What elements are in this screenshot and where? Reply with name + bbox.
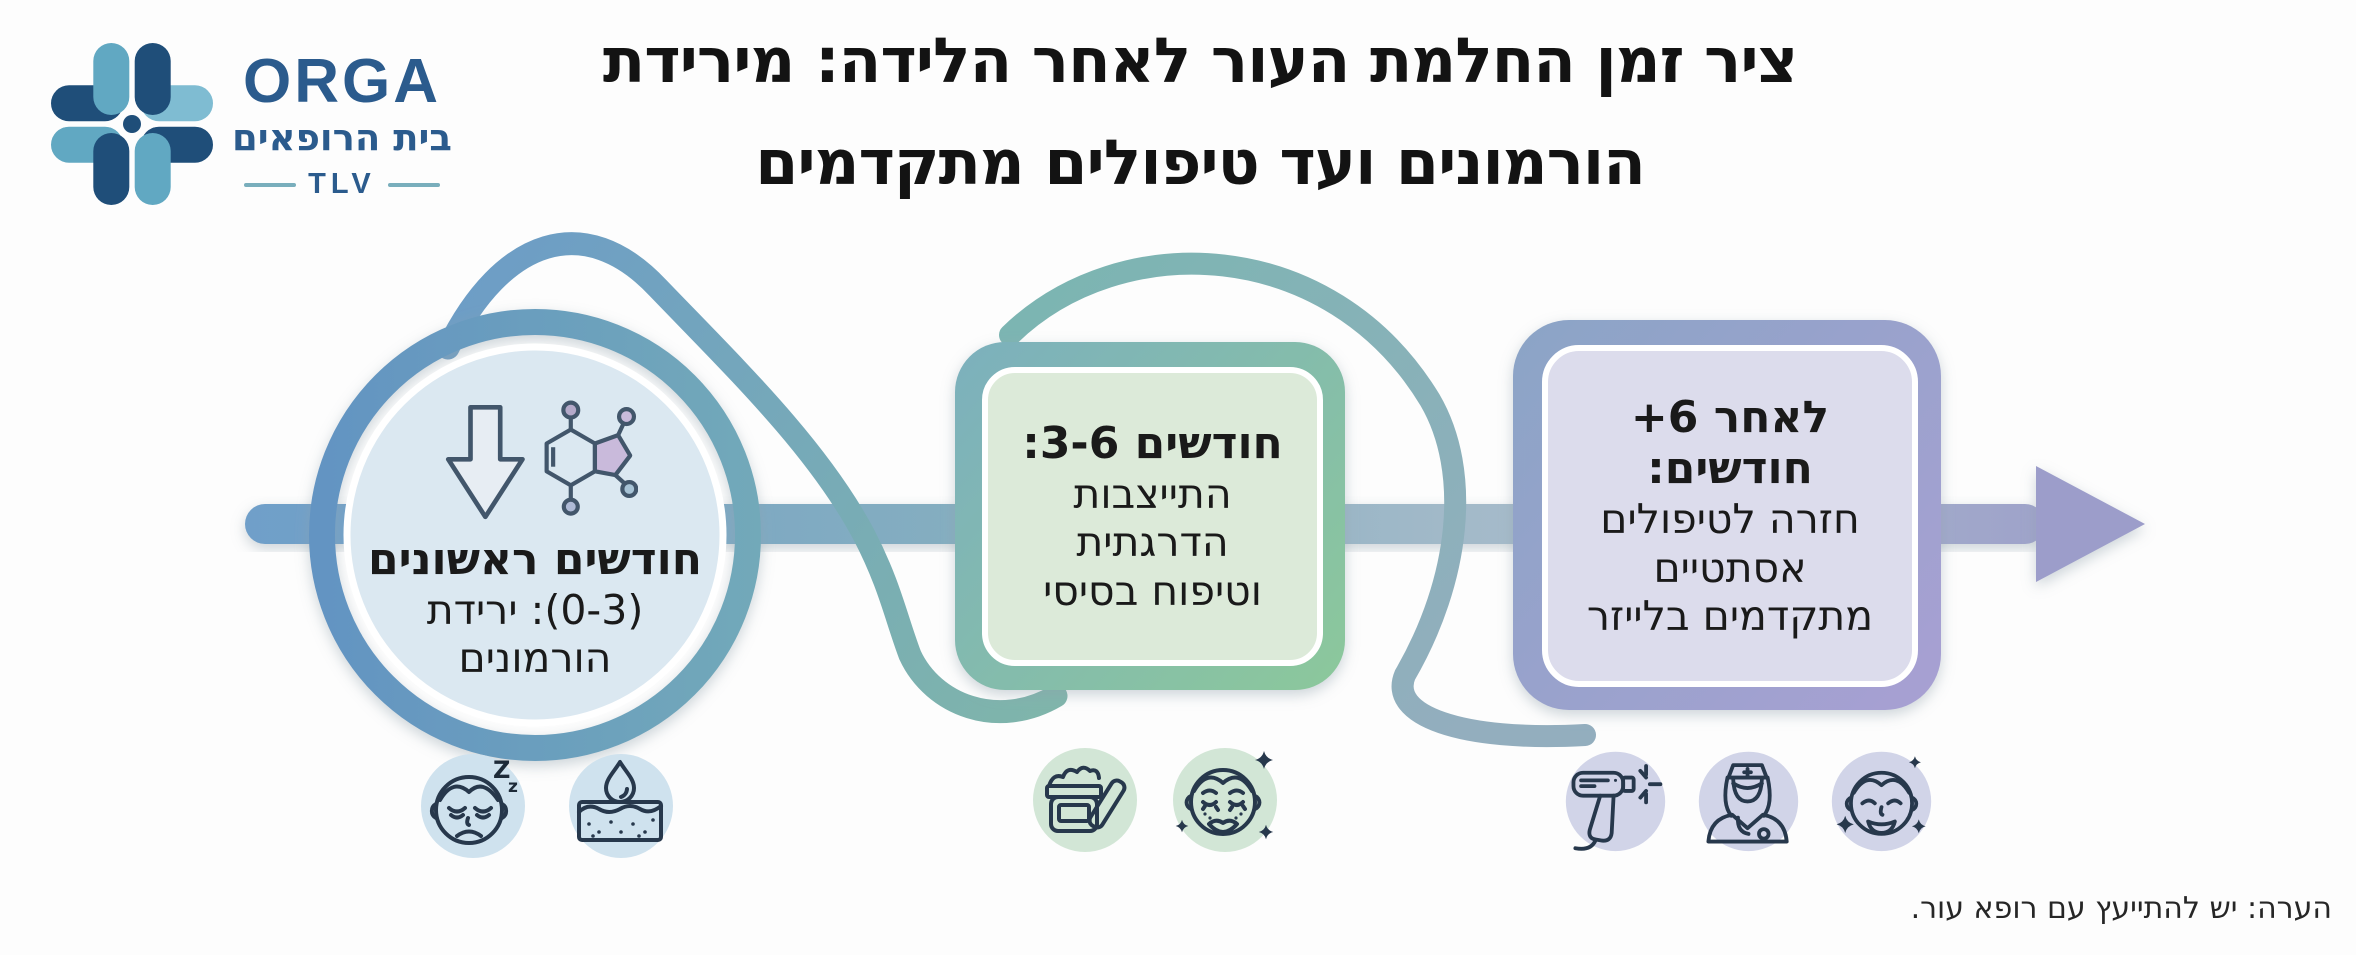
page-title-line-2: הורמונים ועד טיפולים מתקדמים (755, 126, 1646, 199)
stage-1-line: (0-3): ירידת (426, 585, 644, 634)
stage-3-line: מתקדמים בלייזר (1586, 592, 1874, 641)
flow-swoosh-1 (436, 232, 1068, 723)
brand-name: ORGA (242, 47, 441, 116)
brand-logo: ORGA בית הרופאים TLV (42, 34, 452, 214)
laser-device-icon (1565, 751, 1666, 852)
hormone-molecule-icon (544, 400, 638, 516)
orga-flower-logo-icon (51, 43, 213, 205)
stage-2-title: חודשים 3-6: (1022, 417, 1283, 469)
cream-jar-icon (1033, 748, 1137, 852)
dash-left (244, 182, 297, 187)
brand-location-row: TLV (244, 168, 440, 201)
down-arrow-icon (445, 404, 525, 519)
stage-2-line: הדרגתית (1076, 518, 1229, 567)
stage-2-line: וטיפוח בסיסי (1043, 566, 1262, 615)
sleepy-face-icon: Z z (421, 754, 525, 858)
stage-2-line: התייצבות (1073, 469, 1232, 518)
stage-3-icons-row (1562, 746, 1935, 853)
glowing-face-icon (1173, 748, 1277, 852)
nurse-icon (1698, 751, 1799, 852)
stage-1-icons-row: Z z (417, 748, 677, 860)
svg-text:z: z (508, 777, 518, 797)
brand-location: TLV (308, 168, 376, 201)
footnote: הערה: יש להתייעץ עם רופא עור. (1910, 891, 2332, 926)
svg-text:Z: Z (493, 756, 510, 784)
stage-2-node: חודשים 3-6: התייצבות הדרגתית וטיפוח בסיס… (985, 370, 1320, 663)
stage-3-line: חזרה לטיפולים (1600, 495, 1860, 544)
page-title-line-1: ציר זמן החלמת העור לאחר הלידה: מירידת (602, 24, 1798, 97)
flow-swoosh-2 (999, 252, 1596, 748)
stage-3-line: אסתטיים (1653, 543, 1807, 592)
stage-3-box (1513, 320, 1941, 710)
stage-2-icons-row (1029, 742, 1281, 854)
stage-3-title: לאחר 6+ חודשים: (1630, 391, 1830, 495)
stage-1-line: הורמונים (458, 633, 612, 682)
radiant-face-icon (1831, 751, 1932, 852)
stage-3-node: לאחר 6+ חודשים: חזרה לטיפולים אסתטיים מת… (1545, 348, 1915, 684)
dash-right (387, 182, 440, 187)
stage-1-title: חודשים ראשונים (368, 533, 702, 585)
page-title: ציר זמן החלמת העור לאחר הלידה: מירידת הו… (470, 10, 1930, 214)
skin-hydration-icon (569, 754, 673, 858)
stage-1-node: חודשים ראשונים (0-3): ירידת הורמונים (352, 372, 718, 708)
hormone-drop-icon (445, 400, 638, 519)
stage-1-circle (309, 309, 761, 761)
timeline-arrow-icon (2036, 466, 2145, 582)
stage-2-box (955, 342, 1345, 690)
brand-subtitle: בית הרופאים (232, 116, 452, 160)
